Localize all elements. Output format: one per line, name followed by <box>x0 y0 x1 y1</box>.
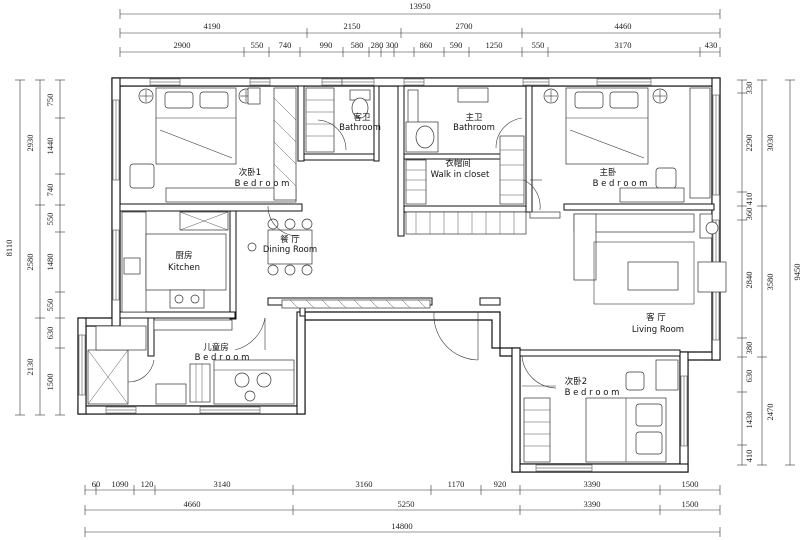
dim-right-detail: 330 <box>744 82 754 95</box>
dim-right-detail: 410 <box>744 193 754 206</box>
top-dimensions <box>119 9 721 57</box>
doors <box>127 179 557 389</box>
dim-top-detail: 990 <box>320 40 333 50</box>
kids-room-furniture <box>87 325 295 405</box>
dim-left-detail: 750 <box>45 94 55 107</box>
room-dining-en: Dining Room <box>263 245 317 255</box>
dim-top-total: 13950 <box>409 1 430 11</box>
dim-right-total: 9450 <box>792 264 802 281</box>
dim-top-detail: 430 <box>705 40 718 50</box>
dining-furniture <box>247 218 313 276</box>
room-guest-bath-en: Bathroom <box>339 123 381 133</box>
dim-bottom-detail: 3160 <box>356 479 373 489</box>
dim-bottom-total: 14800 <box>391 521 412 531</box>
dim-bottom-detail: 1090 <box>112 479 129 489</box>
dim-left-detail: 550 <box>45 299 55 312</box>
dim-left-detail: 1440 <box>45 138 55 155</box>
corridor-storage <box>153 299 431 331</box>
room-master-bath-en: Bathroom <box>453 123 495 133</box>
dim-bottom-detail: 120 <box>141 479 154 489</box>
room-master-bed-en: B e d r o o m <box>593 179 648 189</box>
dim-left-detail: 1500 <box>45 374 55 391</box>
dim-left-seg: 2130 <box>25 359 35 376</box>
room-kids-cn: 儿童房 <box>203 342 229 353</box>
dim-top-detail: 550 <box>532 40 545 50</box>
dim-top-detail: 280 <box>371 40 384 50</box>
dim-top-detail: 2900 <box>174 40 191 50</box>
dim-left-detail: 630 <box>45 327 55 340</box>
dim-top-detail: 580 <box>351 40 364 50</box>
dim-right-seg: 2470 <box>765 404 775 421</box>
room-bedroom1-en: B e d r o o m <box>235 179 290 189</box>
dim-left-total: 8110 <box>4 240 14 257</box>
dim-right-detail: 2290 <box>744 135 754 152</box>
dim-top-detail: 550 <box>251 40 264 50</box>
dim-top-detail: 590 <box>450 40 463 50</box>
room-bedroom2-cn: 次卧2 <box>565 376 587 387</box>
room-kitchen-cn: 厨房 <box>175 250 192 261</box>
guest-bath-fixtures <box>305 87 371 153</box>
dim-top-detail: 300 <box>386 40 399 50</box>
dim-top-seg-3: 2700 <box>456 21 473 31</box>
left-dimensions <box>15 79 65 416</box>
dim-bottom-seg: 5250 <box>398 499 415 509</box>
right-dimensions <box>737 79 795 466</box>
dim-top-detail: 860 <box>420 40 433 50</box>
dim-bottom-detail: 1170 <box>448 479 465 489</box>
dim-bottom-seg: 1500 <box>682 499 699 509</box>
dim-bottom-detail: 3140 <box>214 479 231 489</box>
dim-right-seg: 3030 <box>765 135 775 152</box>
kitchen-fixtures <box>121 211 229 313</box>
dim-top-seg-2: 2150 <box>344 21 361 31</box>
room-living-en: Living Room <box>632 325 684 335</box>
dim-left-seg: 2580 <box>25 254 35 271</box>
dim-bottom-detail: 920 <box>494 479 507 489</box>
dim-left-detail: 740 <box>45 184 55 197</box>
room-bedroom1-cn: 次卧1 <box>239 167 261 178</box>
room-closet-cn: 衣帽间 <box>445 158 471 169</box>
dim-bottom-detail: 60 <box>92 479 101 489</box>
dim-bottom-detail: 3390 <box>584 479 601 489</box>
dim-right-detail: 1430 <box>744 412 754 429</box>
dim-bottom-seg: 4660 <box>184 499 201 509</box>
room-master-bath-cn: 主卫 <box>465 112 483 123</box>
dim-bottom-seg: 3390 <box>584 499 601 509</box>
bottom-dimensions <box>84 485 721 537</box>
master-bath-fixtures <box>405 87 523 153</box>
room-closet-en: Walk in closet <box>431 170 490 180</box>
dim-top-seg-4: 4460 <box>615 21 632 31</box>
room-dining-cn: 餐 厅 <box>280 235 300 245</box>
bedroom2-furniture <box>523 359 679 463</box>
dim-top-detail: 3170 <box>615 40 632 50</box>
room-kitchen-en: Kitchen <box>168 263 200 273</box>
room-kids-en: B e d r o o m <box>195 353 250 363</box>
living-room-furniture <box>529 211 727 305</box>
room-bedroom2-en: B e d r o o m <box>565 388 620 398</box>
room-guest-bath-cn: 客卫 <box>353 112 371 123</box>
dim-right-detail: 410 <box>744 450 754 463</box>
master-bedroom-furniture <box>543 87 711 203</box>
bedroom1-furniture <box>129 87 297 203</box>
dim-top-detail: 1250 <box>486 40 503 50</box>
dim-right-detail: 380 <box>744 342 754 355</box>
dim-top-seg-1: 4190 <box>204 21 221 31</box>
dim-right-detail: 360 <box>744 208 754 221</box>
dim-right-detail: 630 <box>744 370 754 383</box>
dim-left-detail: 1480 <box>45 254 55 271</box>
closet-fixtures <box>405 135 527 235</box>
dim-left-seg: 2930 <box>25 135 35 152</box>
dim-right-detail: 2840 <box>744 272 754 289</box>
dim-bottom-detail: 1500 <box>682 479 699 489</box>
dim-left-detail: 550 <box>45 213 55 226</box>
dim-top-detail: 740 <box>279 40 292 50</box>
dim-right-seg: 3580 <box>765 274 775 291</box>
room-master-bed-cn: 主卧 <box>599 167 617 178</box>
room-living-cn: 客 厅 <box>646 312 666 323</box>
